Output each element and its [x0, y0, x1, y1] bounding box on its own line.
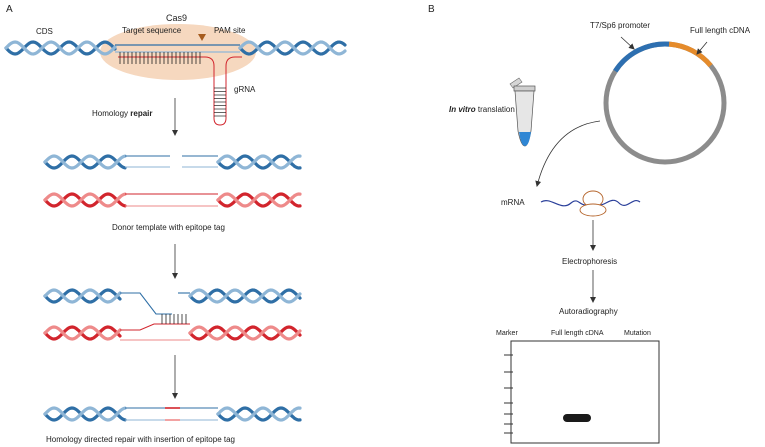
hdr-top-left-strand-2: [43, 288, 122, 304]
cds-label: CDS: [36, 27, 53, 36]
cds-left-strand-2: [4, 40, 117, 56]
cleaved-dna: [43, 154, 302, 170]
hdr-intermediate: [43, 288, 302, 341]
hdr-top-left-strand-1: [43, 288, 122, 304]
edited-left-strand-2: [43, 406, 127, 422]
donor-right-strand-1: [216, 192, 302, 208]
panel-a-label: A: [6, 4, 13, 15]
grna-label: gRNA: [234, 85, 256, 94]
edited-right-strand-2: [216, 406, 302, 422]
donor-template-label: Donor template with epitope tag: [112, 223, 225, 232]
panel-b-label: B: [428, 4, 435, 15]
genomic-dna-helix: [4, 40, 347, 56]
donor-template-dna: [43, 192, 302, 208]
pam-site-label: PAM site: [214, 26, 246, 35]
hdr-top-right-strand-2: [188, 288, 302, 304]
gel-header-marker: Marker: [496, 330, 518, 337]
donor-left-strand-2: [43, 192, 127, 208]
promoter-label: T7/Sp6 promoter: [590, 21, 650, 30]
edited-right-strand-1: [216, 406, 302, 422]
homology-repair-prefix: Homology: [92, 109, 130, 118]
cdna-label: Full length cDNA: [690, 26, 751, 35]
mrna-label: mRNA: [501, 198, 525, 207]
microcentrifuge-tube-icon: [509, 77, 536, 147]
gel-header-mutation: Mutation: [624, 330, 651, 337]
hdr-invading-strand: [120, 292, 172, 315]
cdna-pointer: [696, 41, 708, 55]
target-sequence-label: Target sequence: [122, 26, 182, 35]
grna-base-pairs: [119, 52, 201, 64]
translation-text: translation: [476, 105, 515, 114]
electrophoresis-label: Electrophoresis: [562, 257, 617, 266]
full-length-band: [563, 414, 591, 422]
donor-right-strand-2: [216, 192, 302, 208]
homology-repair-bold: repair: [130, 109, 152, 118]
hdr-product-label: Homology directed repair with insertion …: [46, 435, 235, 444]
hdr-bottom-left-strand-2: [43, 325, 122, 341]
grna-hairpin: [204, 56, 242, 126]
donor-left-strand-1: [43, 192, 127, 208]
autoradiography-label: Autoradiography: [559, 307, 618, 316]
in-vitro-italic: In vitro: [449, 105, 476, 114]
marker-ladder: [504, 354, 513, 434]
in-vitro-translation-label: In vitro translation: [449, 105, 515, 114]
cas9-label: Cas9: [166, 13, 187, 23]
cleaved-left-strand-2: [43, 154, 127, 170]
ribosome-icon: [579, 190, 607, 217]
cleaved-right-strand-2: [216, 154, 302, 170]
promoter-pointer: [620, 36, 635, 50]
hdr-bottom-left-strand-1: [43, 325, 122, 341]
edited-left-strand-1: [43, 406, 127, 422]
cds-right-strand-2: [238, 40, 347, 56]
cdna-segment: [668, 41, 713, 68]
gel-blot: [510, 340, 660, 444]
cleaved-left-strand-1: [43, 154, 127, 170]
gel-header-full-length: Full length cDNA: [551, 330, 604, 337]
edited-dna: [43, 406, 302, 422]
arrow-plasmid-to-mrna: [535, 120, 601, 187]
hdr-donor-upper: [120, 323, 190, 331]
pam-marker: [198, 34, 206, 41]
grna-hairpin-stem: [214, 87, 226, 117]
hdr-bottom-right-strand-2: [188, 325, 302, 341]
cleaved-right-strand-1: [216, 154, 302, 170]
homology-repair-label: Homology repair: [92, 109, 152, 118]
promoter-segment: [613, 41, 670, 73]
